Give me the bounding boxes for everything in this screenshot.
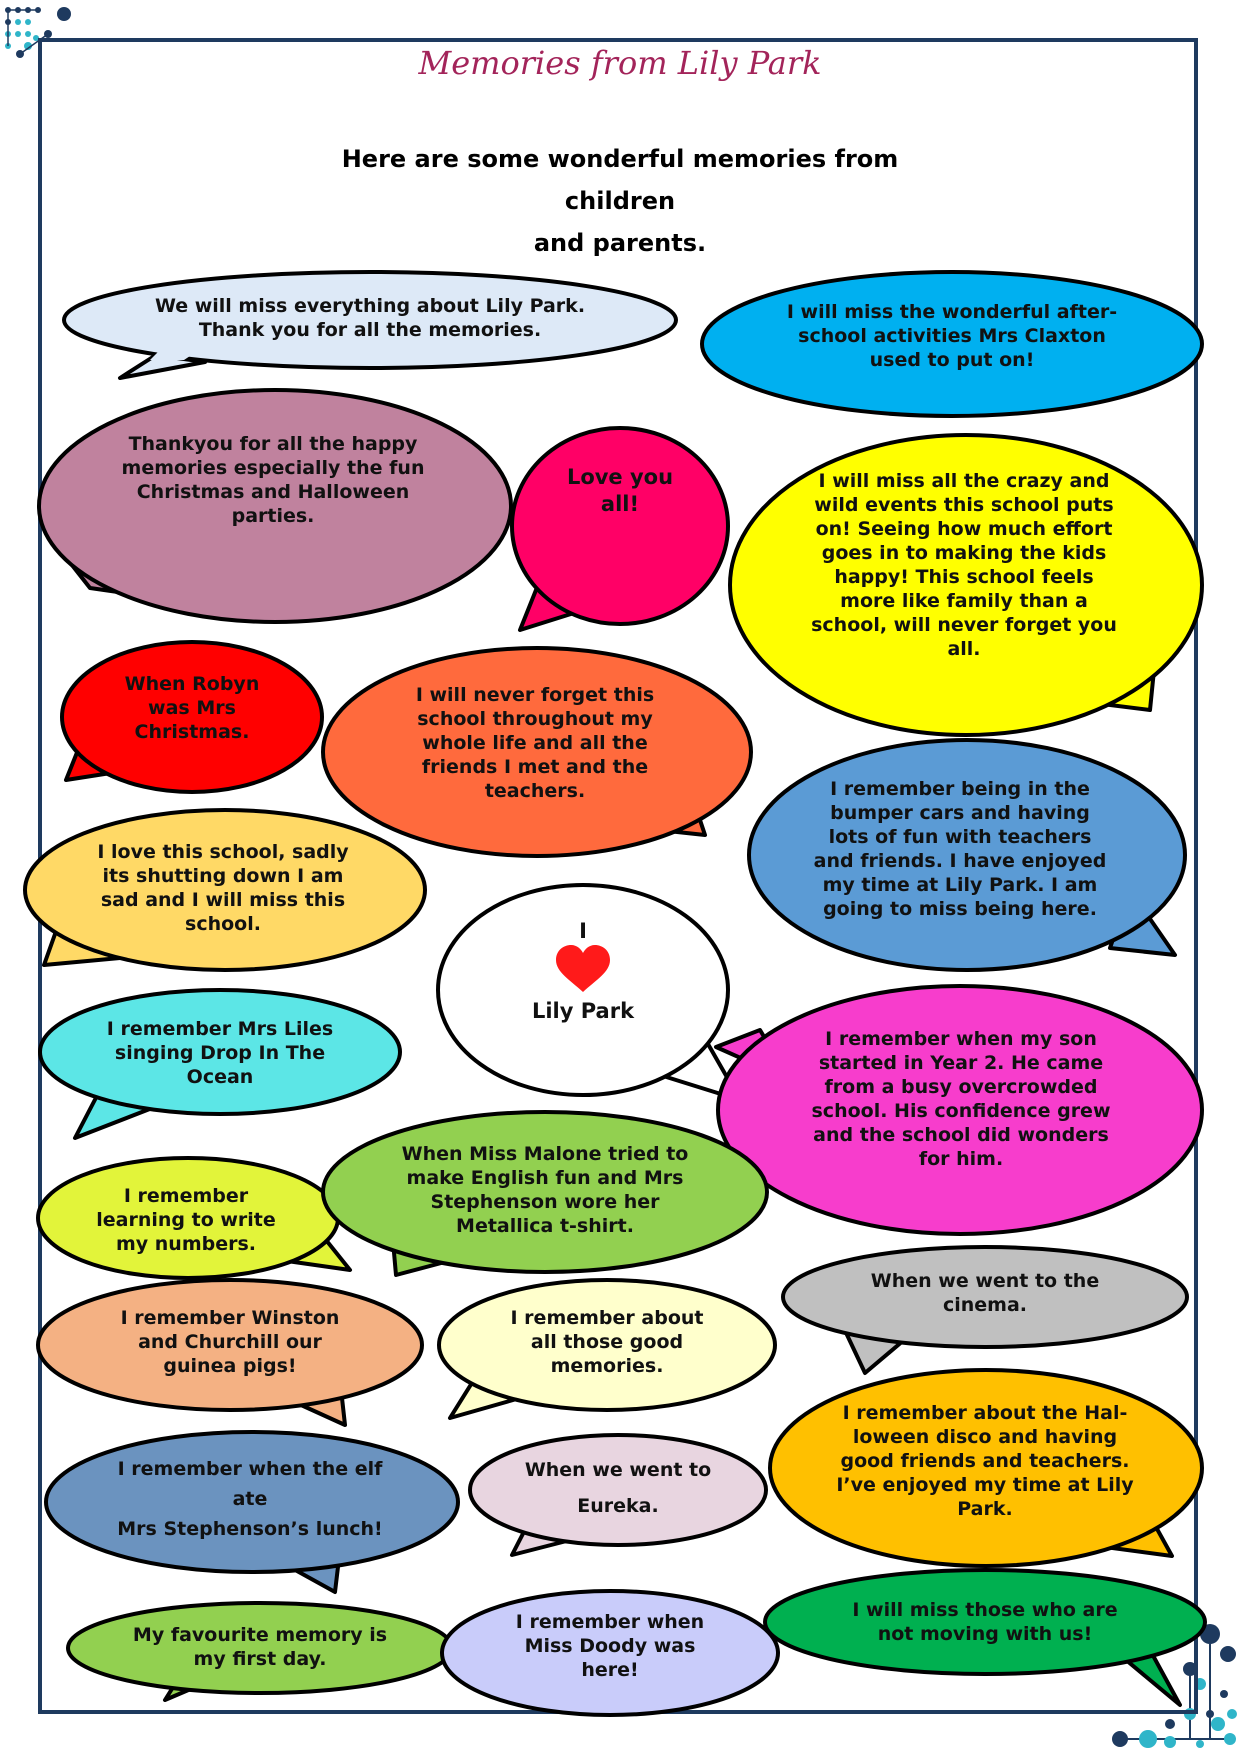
speech-bubble-tail-cover: [150, 352, 196, 360]
intro-line: Here are some wonderful memories from ch…: [341, 145, 899, 215]
speech-bubble: [700, 270, 1204, 418]
memory-text: When Robyn was Mrs Christmas.: [124, 673, 260, 743]
corner-dots-decoration-top-left: [5, 7, 71, 58]
memory-text: I will miss the wonderful after-school a…: [786, 301, 1118, 371]
speech-bubble-text: Love you all!: [560, 456, 680, 526]
speech-bubble: [62, 270, 678, 370]
speech-bubble-text: I remember when the elf ate Mrs Stephens…: [100, 1454, 400, 1544]
speech-bubble: [60, 640, 324, 794]
speech-bubble-text: I remember about all those good memories…: [500, 1304, 714, 1380]
center-bubble-line-2: Lily Park: [493, 996, 673, 1026]
center-text-i: I: [579, 918, 587, 943]
speech-bubble: [768, 1368, 1204, 1568]
speech-bubble-text: We will miss everything about Lily Park.…: [150, 288, 590, 348]
speech-bubble-text: I love this school, sadly its shutting d…: [94, 838, 352, 938]
intro-line: and parents.: [533, 229, 707, 257]
page-title: Memories from Lily Park: [418, 44, 822, 82]
memory-text: I remember when my son started in Year 2…: [811, 1028, 1111, 1170]
center-bubble-line-1: I: [533, 916, 633, 946]
speech-bubble: [321, 646, 753, 858]
speech-bubble-text: I remember being in the bumper cars and …: [810, 776, 1110, 922]
memory-text: I remember about the Hal-loween disco an…: [836, 1402, 1134, 1520]
speech-bubble: [37, 388, 513, 624]
memory-text: I remember when Miss Doody was here!: [515, 1611, 705, 1681]
speech-bubble: [728, 433, 1204, 737]
speech-bubble-text: I will never forget this school througho…: [400, 683, 670, 803]
memory-text: We will miss everything about Lily Park.…: [154, 295, 586, 341]
memory-text: When we went to Eureka.: [524, 1459, 712, 1517]
memory-text: When Miss Malone tried to make English f…: [401, 1143, 689, 1237]
speech-bubble: [44, 1430, 460, 1574]
speech-bubble: [23, 808, 427, 972]
speech-bubble: [468, 1433, 768, 1547]
speech-bubble: [440, 1589, 780, 1717]
speech-bubble: [763, 1568, 1207, 1676]
center-text-lily-park: Lily Park: [531, 998, 635, 1023]
speech-bubble-text: I remember Winston and Churchill our gui…: [110, 1304, 350, 1380]
memory-text: Love you all!: [566, 465, 674, 516]
memory-text: I remember learning to write my numbers.: [96, 1185, 276, 1255]
speech-bubble-text: I remember about the Hal-loween disco an…: [830, 1398, 1140, 1524]
memory-text: I remember about all those good memories…: [510, 1307, 704, 1377]
speech-bubble-text: My favourite memory is my first day.: [120, 1620, 400, 1674]
memory-text: I remember when the elf ate Mrs Stephens…: [117, 1458, 383, 1540]
memory-text: I will never forget this school througho…: [415, 684, 655, 802]
speech-bubble-text: When Robyn was Mrs Christmas.: [112, 670, 272, 746]
speech-bubble-text: When we went to Eureka.: [500, 1448, 736, 1528]
speech-bubble-text: I will miss all the crazy and wild event…: [804, 470, 1124, 660]
speech-bubble: [781, 1245, 1189, 1349]
speech-bubble-text: When Miss Malone tried to make English f…: [385, 1140, 705, 1240]
speech-bubble-text: When we went to the cinema.: [845, 1266, 1125, 1320]
speech-bubble-text: I remember learning to write my numbers.: [86, 1182, 286, 1258]
speech-bubble: [36, 1278, 424, 1412]
memory-text: Thankyou for all the happy memories espe…: [121, 433, 425, 527]
speech-bubble: [510, 426, 730, 626]
speech-bubble-text: I will miss the wonderful after-school a…: [772, 296, 1132, 376]
speech-bubble: [38, 988, 402, 1116]
memory-text: I will miss all the crazy and wild event…: [811, 470, 1117, 660]
memory-text: I remember Winston and Churchill our gui…: [120, 1307, 340, 1377]
speech-bubble-text: I remember when Miss Doody was here!: [500, 1606, 720, 1686]
speech-bubble: [321, 1110, 769, 1274]
memory-text: When we went to the cinema.: [870, 1270, 1100, 1316]
heart-icon: [556, 945, 610, 992]
memory-text: I will miss those who are not moving wit…: [852, 1599, 1118, 1645]
memory-text: I remember being in the bumper cars and …: [813, 778, 1107, 920]
speech-bubble: [747, 738, 1187, 972]
intro-text: Here are some wonderful memories from ch…: [290, 138, 950, 264]
memory-text: My favourite memory is my first day.: [132, 1624, 388, 1670]
speech-bubble-text: I remember when my son started in Year 2…: [806, 1026, 1116, 1172]
speech-bubble-text: I remember Mrs Liles singing Drop In The…: [90, 1016, 350, 1090]
speech-bubble: [716, 984, 1204, 1236]
memory-text: I love this school, sadly its shutting d…: [97, 841, 349, 935]
speech-bubble: [437, 1278, 777, 1412]
corner-dots-decoration-bottom-right: [1112, 1624, 1237, 1748]
speech-bubble-text: I will miss those who are not moving wit…: [840, 1594, 1130, 1650]
memory-text: I remember Mrs Liles singing Drop In The…: [106, 1018, 334, 1088]
speech-bubble-text: Thankyou for all the happy memories espe…: [118, 430, 428, 530]
